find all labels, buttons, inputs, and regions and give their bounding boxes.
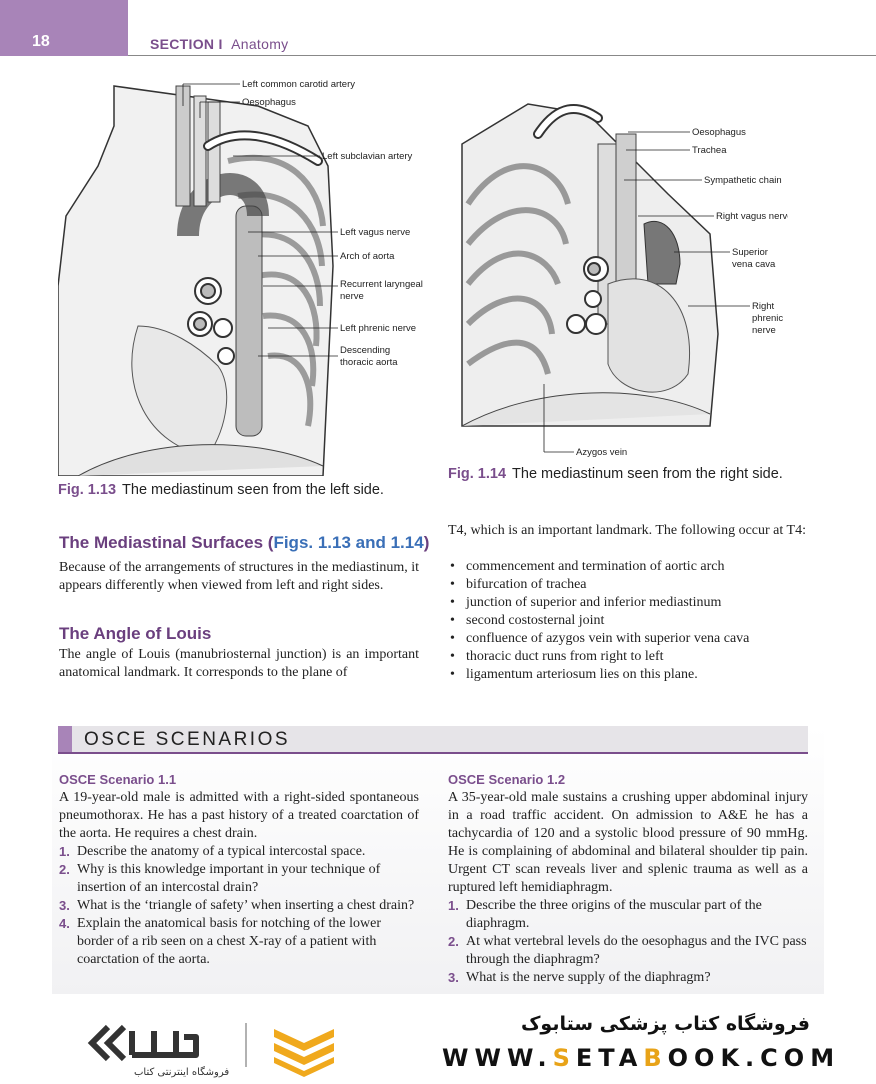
url-part: ETA	[575, 1044, 644, 1072]
question-text: Describe the anatomy of a typical interc…	[77, 844, 366, 859]
page-number-tab	[0, 0, 128, 56]
page-number: 18	[32, 33, 50, 50]
fig13-label-left-subclavian: Left subclavian artery	[322, 151, 413, 162]
heading-mediastinal-surfaces-text: The Mediastinal Surfaces (	[59, 533, 274, 552]
question-text: Why is this knowledge important in your …	[77, 862, 381, 895]
section-title: Anatomy	[231, 36, 289, 52]
store-url[interactable]: WWW.SETABOOK.COM	[442, 1044, 840, 1072]
url-part: OOK.COM	[667, 1044, 841, 1072]
fig14-label-oesophagus: Oesophagus	[692, 127, 746, 138]
question-item: 1. Describe the anatomy of a typical inte…	[59, 843, 419, 861]
question-number: 4.	[59, 916, 70, 931]
url-part: WWW.	[442, 1044, 553, 1072]
setabook-logo: فروشگاه اینترنتی کتاب	[84, 1015, 354, 1084]
fig13-label-thoracic-aorta: thoracic aorta	[340, 357, 398, 368]
fig14-label-right-vagus: Right vagus nerve	[716, 211, 788, 222]
question-item: 3. What is the ‘triangle of safety’ when …	[59, 897, 419, 915]
scenario-1-1-title: OSCE Scenario 1.1	[59, 772, 177, 787]
logo-subtitle: فروشگاه اینترنتی کتاب	[134, 1066, 229, 1078]
t4-structures-list: commencement and termination of aortic a…	[448, 558, 808, 684]
question-text: What is the ‘triangle of safety’ when in…	[77, 898, 415, 913]
figure-1-13: Left common carotid artery Oesophagus Le…	[58, 66, 430, 476]
question-text: At what vertebral levels do the oesophag…	[466, 934, 807, 967]
url-highlight: B	[643, 1044, 668, 1072]
list-item: thoracic duct runs from right to left	[448, 648, 808, 666]
figure-1-14-caption: Fig. 1.14 The mediastinum seen from the r…	[448, 466, 783, 482]
osce-title-bar	[58, 726, 808, 752]
fig13-label-recurrent-laryngeal-2: nerve	[340, 291, 364, 302]
fig13-label-left-vagus: Left vagus nerve	[340, 227, 410, 238]
question-item: 2. Why is this knowledge important in you…	[59, 861, 419, 897]
figure-cross-reference[interactable]: Figs. 1.13 and 1.14	[273, 533, 424, 552]
question-number: 2.	[59, 862, 70, 877]
fig13-label-oesophagus: Oesophagus	[242, 97, 296, 108]
fig14-label-right: Right	[752, 301, 775, 312]
osce-panel	[52, 726, 824, 994]
question-number: 2.	[448, 934, 459, 949]
figure-1-14-number: Fig. 1.14	[448, 466, 507, 482]
figure-1-13-caption-text: The mediastinum seen from the left side.	[122, 482, 384, 498]
list-item: bifurcation of trachea	[448, 576, 808, 594]
fig13-label-left-phrenic: Left phrenic nerve	[340, 323, 416, 334]
scenario-1-2-questions: 1. Describe the three origins of the musc…	[448, 897, 808, 987]
question-item: 1. Describe the three origins of the musc…	[448, 897, 808, 933]
figure-1-14: Oesophagus Trachea Sympathetic chain Rig…	[448, 84, 788, 464]
section-number: SECTION I	[150, 36, 223, 52]
fig13-label-descending: Descending	[340, 345, 390, 356]
fig14-label-azygos-vein: Azygos vein	[576, 447, 627, 458]
angle-of-louis-body: The angle of Louis (manubriosternal junc…	[59, 647, 419, 680]
question-item: 4. Explain the anatomical basis for notch…	[59, 915, 419, 969]
angle-of-louis-continuation: T4, which is an important landmark. The …	[448, 523, 806, 538]
scenario-1-1-questions: 1. Describe the anatomy of a typical inte…	[59, 843, 419, 969]
mediastinal-surfaces-body: Because of the arrangements of structure…	[59, 560, 420, 593]
fig14-label-trachea: Trachea	[692, 145, 727, 156]
figure-1-13-number: Fig. 1.13	[58, 482, 117, 498]
question-text: Explain the anatomical basis for notchin…	[77, 916, 382, 967]
fig13-label-recurrent-laryngeal: Recurrent laryngeal	[340, 279, 423, 290]
fig14-label-phrenic: phrenic	[752, 313, 783, 324]
scenario-1-2-intro: A 35-year-old male sustains a crushing u…	[448, 790, 808, 895]
list-item: junction of superior and inferior medias…	[448, 594, 808, 612]
heading-mediastinal-surfaces: The Mediastinal Surfaces (Figs. 1.13 and…	[59, 533, 429, 553]
fig14-label-nerve: nerve	[752, 325, 776, 336]
setabook-logo-icon: فروشگاه اینترنتی کتاب	[87, 1023, 334, 1078]
figure-1-13-caption: Fig. 1.13 The mediastinum seen from the l…	[58, 482, 384, 498]
question-item: 2. At what vertebral levels do the oesoph…	[448, 933, 808, 969]
heading-angle-of-louis: The Angle of Louis	[59, 624, 212, 643]
question-number: 3.	[59, 898, 70, 913]
running-header: SECTION I Anatomy	[150, 36, 288, 52]
fig14-label-superior: Superior	[732, 247, 768, 258]
list-item: commencement and termination of aortic a…	[448, 558, 808, 576]
heading-close-paren: )	[423, 533, 430, 552]
list-item: confluence of azygos vein with superior …	[448, 630, 808, 648]
question-text: What is the nerve supply of the diaphrag…	[466, 970, 711, 985]
figure-1-14-illustration: Oesophagus Trachea Sympathetic chain Rig…	[448, 84, 788, 464]
question-item: 3. What is the nerve supply of the diaphr…	[448, 969, 808, 987]
scenario-1-1-intro: A 19-year-old male is admitted with a ri…	[59, 790, 419, 841]
osce-title-accent	[58, 726, 72, 752]
header-rule	[128, 55, 876, 56]
fig13-label-arch-of-aorta: Arch of aorta	[340, 251, 395, 262]
figure-1-14-caption-text: The mediastinum seen from the right side…	[512, 466, 783, 482]
store-name-persian: فروشگاه کتاب پزشکی ستابوک	[520, 1013, 810, 1035]
figure-1-13-illustration: Left common carotid artery Oesophagus Le…	[58, 66, 430, 476]
question-text: Describe the three origins of the muscul…	[466, 898, 762, 931]
osce-title-rule	[58, 752, 808, 754]
fig14-label-sympathetic-chain: Sympathetic chain	[704, 175, 782, 186]
osce-title: OSCE SCENARIOS	[84, 729, 291, 750]
question-number: 1.	[448, 898, 459, 913]
question-number: 1.	[59, 844, 70, 859]
scenario-1-2-title: OSCE Scenario 1.2	[448, 772, 566, 787]
fig14-label-vena-cava: vena cava	[732, 259, 776, 270]
fig13-label-left-common-carotid: Left common carotid artery	[242, 79, 355, 90]
question-number: 3.	[448, 970, 459, 985]
list-item: ligamentum arteriosum lies on this plane…	[448, 666, 808, 684]
list-item: second costosternal joint	[448, 612, 808, 630]
url-highlight: S	[552, 1044, 576, 1072]
